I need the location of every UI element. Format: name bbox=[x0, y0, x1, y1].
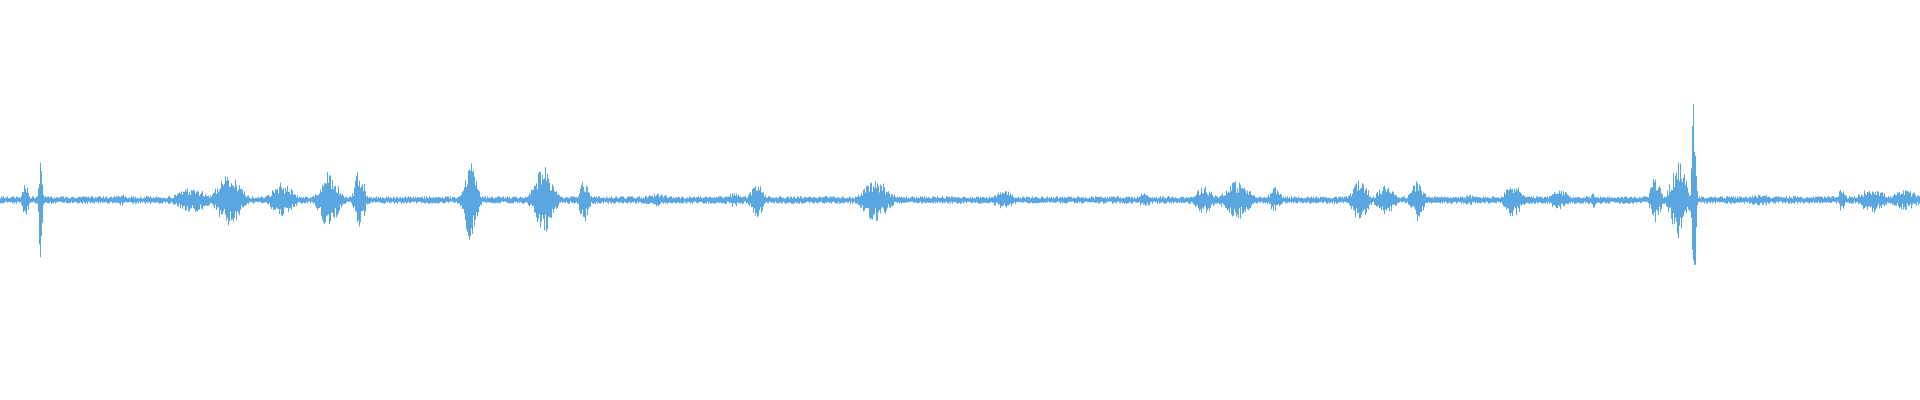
waveform-signal bbox=[0, 104, 1920, 265]
